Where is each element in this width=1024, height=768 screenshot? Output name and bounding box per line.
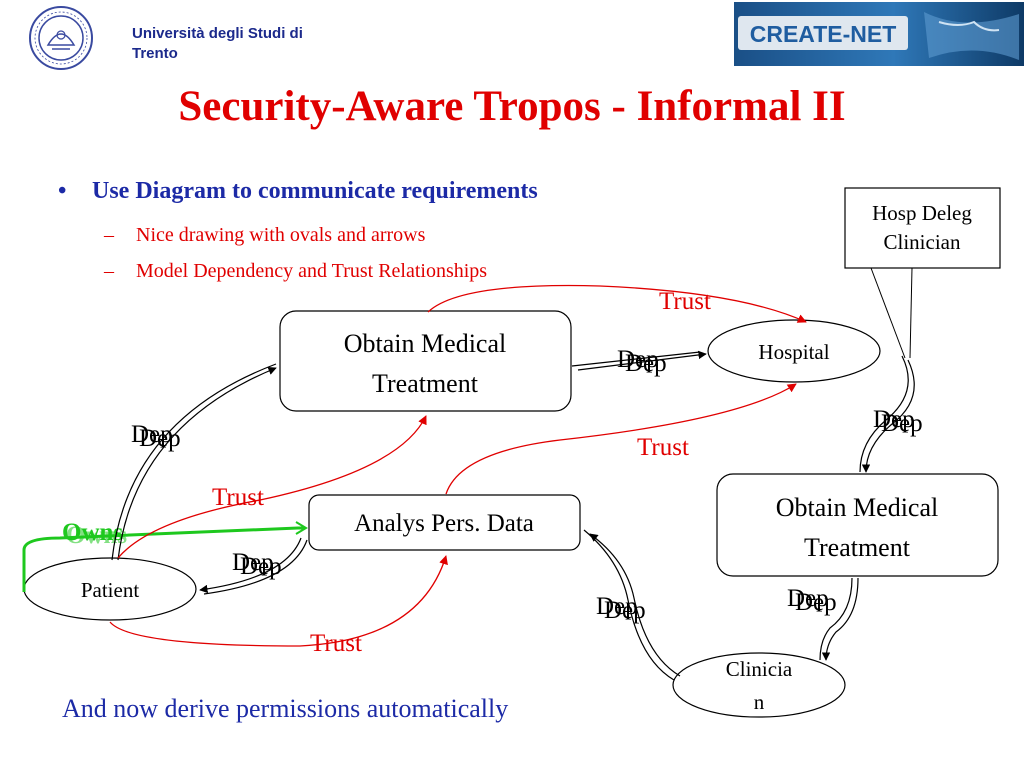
goal-label-line2: Treatment xyxy=(804,533,911,562)
dep-patient-to-obtain-top xyxy=(111,363,277,561)
dep-label: Dep xyxy=(131,421,173,448)
dep-clinician-to-analys xyxy=(583,529,681,681)
university-name: Università degli Studi di Trento xyxy=(132,24,412,64)
trust-label: Trust xyxy=(659,288,711,315)
trust-label: Trust xyxy=(212,484,264,511)
university-seal-icon xyxy=(28,5,94,71)
trust-obtain-top-to-hospital xyxy=(427,284,807,323)
trust-label: Trust xyxy=(310,630,362,657)
callout-pointer xyxy=(909,267,913,359)
dep-label-shadow: Dep xyxy=(625,350,667,377)
dep-label: Dep xyxy=(617,346,659,373)
actor-clinician: Clinicia n xyxy=(672,652,846,718)
footer-text: And now derive permissions automatically xyxy=(62,694,509,723)
callout-hosp-deleg-clinician: Hosp Deleg Clinician xyxy=(844,187,1001,359)
bullet-item: • Use Diagram to communicate requirements xyxy=(58,178,538,205)
dep-analys-to-patient xyxy=(199,537,308,595)
owns-link: Owns Owns xyxy=(22,519,308,592)
trust-analys-to-hospital xyxy=(445,383,797,495)
dep-obtain-right-to-clinician xyxy=(819,577,859,661)
owns-label-shadow: Owns xyxy=(66,522,127,549)
trust-label: Trust xyxy=(637,434,689,461)
dep-label: Dep xyxy=(232,549,274,576)
university-name-line2: Trento xyxy=(132,45,178,62)
goal-analys-pers-data: Analys Pers. Data xyxy=(308,494,581,551)
sub-bullet-text: Model Dependency and Trust Relationships xyxy=(136,260,488,282)
bullet-text: Use Diagram to communicate requirements xyxy=(92,178,538,204)
bullet-dot-icon: • xyxy=(58,178,67,204)
trust-patient-to-analys xyxy=(109,555,448,647)
dash-icon: – xyxy=(104,260,114,282)
create-net-logo: CREATE-NET xyxy=(734,2,1024,66)
goal-label-line1: Obtain Medical xyxy=(344,329,506,358)
actor-label: Hospital xyxy=(758,340,829,364)
actor-label: Patient xyxy=(81,578,139,602)
dash-icon: – xyxy=(104,224,114,246)
dep-label: Dep xyxy=(787,585,829,612)
actor-label-line1: Clinicia xyxy=(726,657,793,681)
owns-label: Owns xyxy=(62,519,123,546)
dep-label-shadow: Dep xyxy=(139,425,181,452)
dep-label-shadow: Dep xyxy=(604,597,646,624)
actor-hospital: Hospital xyxy=(707,319,881,383)
callout-line2: Clinician xyxy=(884,230,961,254)
goal-label-line2: Treatment xyxy=(372,369,479,398)
callout-pointer xyxy=(870,267,906,359)
create-net-logo-text: CREATE-NET xyxy=(750,21,897,47)
slide-title: Security-Aware Tropos - Informal II xyxy=(178,83,846,130)
callout-line1: Hosp Deleg xyxy=(872,201,972,225)
dep-label-shadow: Dep xyxy=(881,410,923,437)
dep-obtain-top-to-hospital xyxy=(571,350,707,371)
trust-patient-to-obtain-top xyxy=(117,415,427,559)
sub-bullet-item: –Nice drawing with ovals and arrows xyxy=(104,224,425,247)
dep-hospital-to-obtain-right xyxy=(859,355,915,473)
dep-label: Dep xyxy=(596,593,638,620)
goal-label: Analys Pers. Data xyxy=(354,510,534,537)
sub-bullet-text: Nice drawing with ovals and arrows xyxy=(136,224,426,246)
sub-bullet-item: –Model Dependency and Trust Relationship… xyxy=(104,260,487,283)
goal-label-line1: Obtain Medical xyxy=(776,493,938,522)
goal-obtain-medical-treatment-top: Obtain Medical Treatment xyxy=(279,310,572,412)
actor-patient: Patient xyxy=(23,557,197,621)
actor-label-line2: n xyxy=(754,690,765,714)
dep-label-shadow: Dep xyxy=(240,553,282,580)
dep-label-shadow: Dep xyxy=(795,589,837,616)
dep-label: Dep xyxy=(873,406,915,433)
university-name-line1: Università degli Studi di xyxy=(132,25,303,42)
goal-obtain-medical-treatment-right: Obtain Medical Treatment xyxy=(716,473,999,577)
